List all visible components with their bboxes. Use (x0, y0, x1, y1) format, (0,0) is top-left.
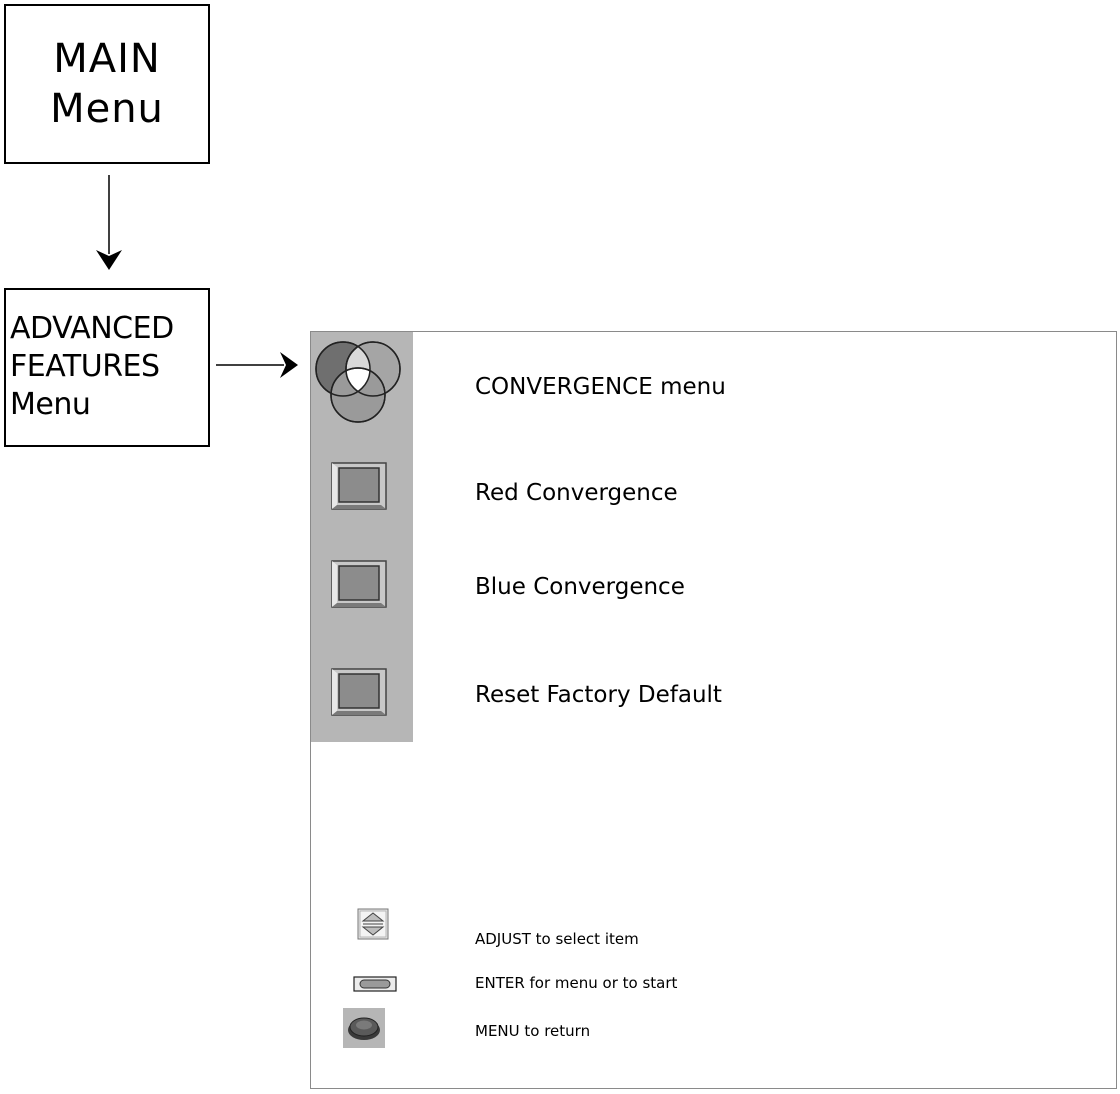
convergence-circles-icon (315, 341, 401, 423)
down-arrow-head (96, 250, 122, 270)
menu-item-blue-convergence[interactable]: Blue Convergence (475, 574, 685, 600)
square-button-icon (331, 560, 387, 608)
right-arrow-head (280, 352, 298, 378)
menu-item-convergence[interactable]: CONVERGENCE menu (475, 374, 726, 400)
hint-adjust: ADJUST to select item (475, 930, 639, 948)
main-menu-box: MAIN Menu (4, 4, 210, 164)
hint-menu: MENU to return (475, 1022, 591, 1040)
advanced-features-box: ADVANCED FEATURES Menu (4, 288, 210, 447)
square-button-icon (331, 668, 387, 716)
adjust-arrows-icon (357, 908, 389, 940)
menu-item-reset-factory-default[interactable]: Reset Factory Default (475, 682, 722, 708)
main-menu-title: MAIN Menu (50, 36, 164, 132)
enter-button-icon (353, 976, 397, 992)
menu-item-red-convergence[interactable]: Red Convergence (475, 480, 678, 506)
menu-button-icon (343, 1008, 385, 1048)
advanced-features-title: ADVANCED FEATURES Menu (10, 311, 174, 422)
hint-enter: ENTER for menu or to start (475, 974, 678, 992)
osd-panel: CONVERGENCE menu Red Convergence Blue Co… (310, 331, 1117, 1089)
square-button-icon (331, 462, 387, 510)
